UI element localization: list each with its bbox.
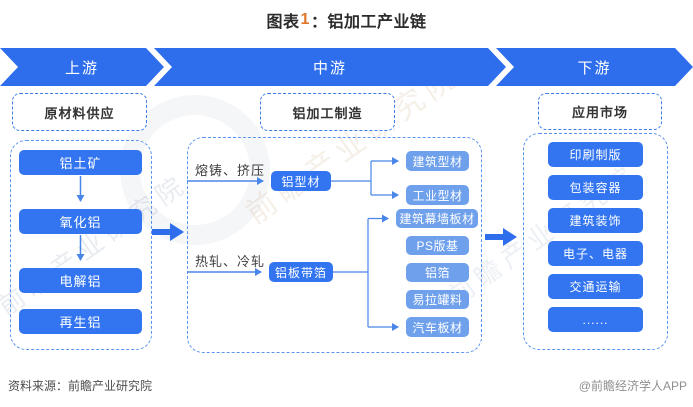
banner-segment-downstream: 下游	[496, 48, 693, 86]
downstream-box-ellipsis: ......	[548, 307, 643, 332]
product-box-aluminum-profile: 铝型材	[271, 171, 331, 191]
banner-segment-upstream: 上游	[0, 48, 164, 86]
banner-label: 中游	[312, 59, 347, 77]
downstream-box-transportation: 交通运输	[548, 274, 643, 299]
product-box-aluminum-sheet-strip-foil: 铝板带箔	[269, 262, 333, 282]
title-number: 1	[300, 11, 310, 28]
upstream-box-bauxite: 铝土矿	[19, 150, 142, 175]
banner-label: 上游	[64, 59, 99, 77]
credit-note: @前瞻经济学人APP	[578, 379, 687, 393]
title-prefix: 图表	[266, 14, 300, 31]
process-label-hot-cold-rolling: 热轧、冷轧	[195, 254, 266, 269]
upstream-box-alumina: 氧化铝	[19, 209, 142, 234]
output-box-curtain-wall-sheet: 建筑幕墙板材	[396, 209, 478, 228]
banner-label: 下游	[577, 59, 612, 77]
midstream-container	[187, 137, 482, 353]
title-suffix: ：铝加工产业链	[310, 14, 427, 31]
process-label-casting-extrusion: 熔铸、挤压	[195, 163, 266, 178]
downstream-box-building-decoration: 建筑装饰	[548, 208, 643, 233]
downstream-box-printing-plate: 印刷制版	[548, 142, 643, 167]
upstream-box-electrolytic-aluminum: 电解铝	[19, 268, 142, 293]
output-box-automotive-sheet: 汽车板材	[406, 317, 469, 337]
midstream-header-box: 铝加工制造	[260, 93, 395, 131]
output-box-aluminum-foil: 铝箔	[406, 263, 469, 282]
downstream-box-packaging-container: 包装容器	[548, 175, 643, 200]
downstream-header-box: 应用市场	[538, 93, 662, 130]
downstream-container	[523, 133, 668, 350]
output-box-can-stock: 易拉罐料	[406, 290, 469, 309]
upstream-header-box: 原材料供应	[12, 93, 147, 131]
output-box-ps-plate-base: PS版基	[406, 236, 469, 255]
downstream-box-electronics-appliances: 电子、电器	[548, 241, 643, 266]
output-box-construction-profile: 建筑型材	[406, 151, 469, 171]
output-box-industrial-profile: 工业型材	[406, 185, 469, 205]
upstream-box-recycled-aluminum: 再生铝	[19, 309, 142, 334]
source-note: 资料来源：前瞻产业研究院	[8, 379, 153, 393]
banner-segment-midstream: 中游	[154, 48, 506, 86]
upstream-container	[10, 140, 152, 350]
